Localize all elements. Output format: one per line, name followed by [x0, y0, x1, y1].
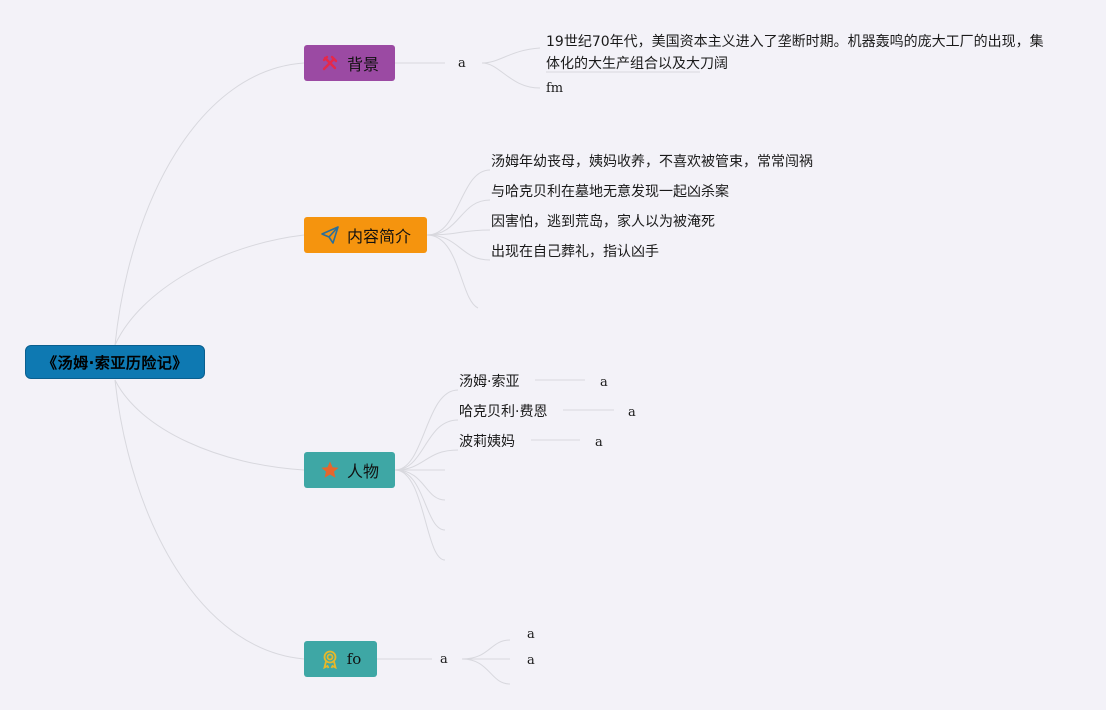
summary-item[interactable]: 与哈克贝利在墓地无意发现一起凶杀案: [491, 184, 729, 200]
award-ribbon-icon: [320, 649, 340, 669]
topic-fo-label: fo: [346, 650, 362, 668]
topic-characters[interactable]: 人物: [304, 452, 395, 488]
background-detail-2[interactable]: fm: [546, 81, 564, 96]
fo-item[interactable]: a: [527, 627, 535, 642]
tools-icon: [320, 53, 340, 73]
character-name[interactable]: 哈克贝利·费恩: [459, 404, 548, 420]
character-note[interactable]: a: [628, 405, 636, 420]
root-label: 《汤姆·索亚历险记》: [42, 353, 188, 372]
topic-summary[interactable]: 内容简介: [304, 217, 427, 253]
topic-fo[interactable]: fo: [304, 641, 377, 677]
root-node[interactable]: 《汤姆·索亚历险记》: [25, 345, 205, 379]
fo-sub-node[interactable]: a: [440, 652, 448, 667]
background-detail-1[interactable]: 19世纪70年代，美国资本主义进入了垄断时期。机器轰鸣的庞大工厂的出现，集体化的…: [546, 34, 1044, 72]
summary-item[interactable]: 因害怕，逃到荒岛，家人以为被淹死: [491, 214, 715, 230]
topic-background[interactable]: 背景: [304, 45, 395, 81]
summary-item[interactable]: 汤姆年幼丧母，姨妈收养，不喜欢被管束，常常闯祸: [491, 154, 813, 170]
paper-plane-icon: [320, 225, 340, 245]
summary-item[interactable]: 出现在自己葬礼，指认凶手: [491, 244, 659, 260]
topic-summary-label: 内容简介: [346, 227, 411, 246]
fo-item[interactable]: a: [527, 653, 535, 668]
star-icon: [320, 460, 340, 480]
character-name[interactable]: 汤姆·索亚: [459, 374, 520, 390]
background-sub-node[interactable]: a: [458, 56, 466, 71]
topic-characters-label: 人物: [346, 462, 379, 481]
character-note[interactable]: a: [595, 435, 603, 450]
character-name[interactable]: 波莉姨妈: [459, 434, 515, 450]
topic-background-label: 背景: [346, 55, 379, 74]
character-note[interactable]: a: [600, 375, 608, 390]
